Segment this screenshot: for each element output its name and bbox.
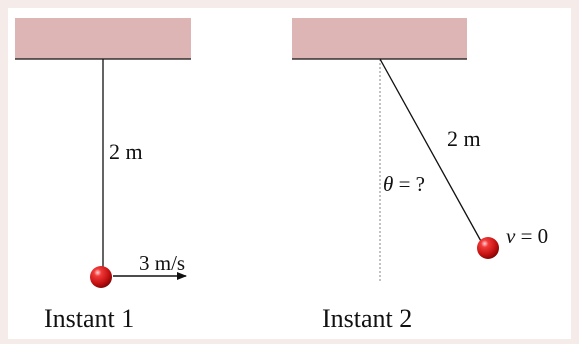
ceiling-2 [292, 18, 467, 59]
instant-2-group: 2 m θ = ? v = 0 Instant 2 [292, 18, 548, 333]
caption-instant-1: Instant 1 [44, 304, 134, 333]
v-symbol: v [506, 224, 516, 248]
theta-value: = ? [393, 172, 425, 196]
caption-instant-2: Instant 2 [322, 304, 412, 333]
theta-label: θ = ? [383, 172, 425, 196]
velocity-zero-label: v = 0 [506, 224, 548, 248]
theta-symbol: θ [383, 172, 393, 196]
v-value: = 0 [515, 224, 548, 248]
velocity-label: 3 m/s [139, 251, 185, 275]
length-label-2: 2 m [447, 126, 481, 151]
ball-2 [477, 237, 499, 259]
ball-1 [90, 266, 112, 288]
string-2 [379, 58, 483, 244]
length-label-1: 2 m [109, 139, 143, 164]
ceiling-1 [15, 18, 191, 59]
instant-1-group: 2 m 3 m/s Instant 1 [15, 18, 191, 333]
